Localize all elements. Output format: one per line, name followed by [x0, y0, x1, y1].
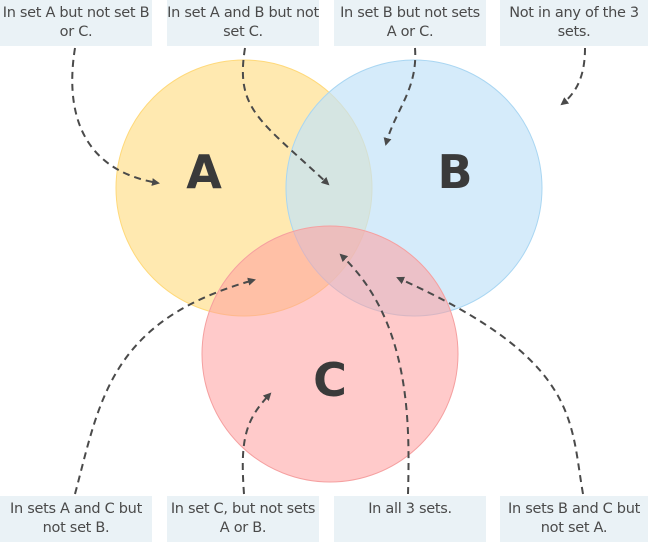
callout-only-a: In set A but not set B or C.	[0, 0, 152, 46]
callout-b-and-c: In sets B and C but not set A.	[500, 496, 648, 542]
set-c-circle	[201, 225, 459, 483]
arrow-only-c	[241, 392, 272, 495]
set-b-label: B	[437, 145, 472, 199]
callout-none: Not in any of the 3 sets.	[500, 0, 648, 46]
callout-a-and-c: In sets A and C but not set B.	[0, 496, 152, 542]
arrow-only-a	[71, 47, 160, 186]
arrow-a-and-c	[74, 277, 256, 495]
callout-only-c: In set C, but not sets A or B.	[167, 496, 319, 542]
set-a-label: A	[186, 145, 222, 199]
arrow-all	[339, 253, 410, 495]
callout-a-and-b: In set A and B but not set C.	[167, 0, 319, 46]
arrow-b-and-c	[396, 276, 584, 495]
arrow-none	[560, 47, 586, 106]
callout-only-b: In set B but not sets A or C.	[334, 0, 486, 46]
callout-all: In all 3 sets.	[334, 496, 486, 542]
arrow-a-and-b	[241, 47, 330, 186]
set-c-label: C	[313, 353, 347, 407]
arrow-only-b	[383, 47, 417, 146]
